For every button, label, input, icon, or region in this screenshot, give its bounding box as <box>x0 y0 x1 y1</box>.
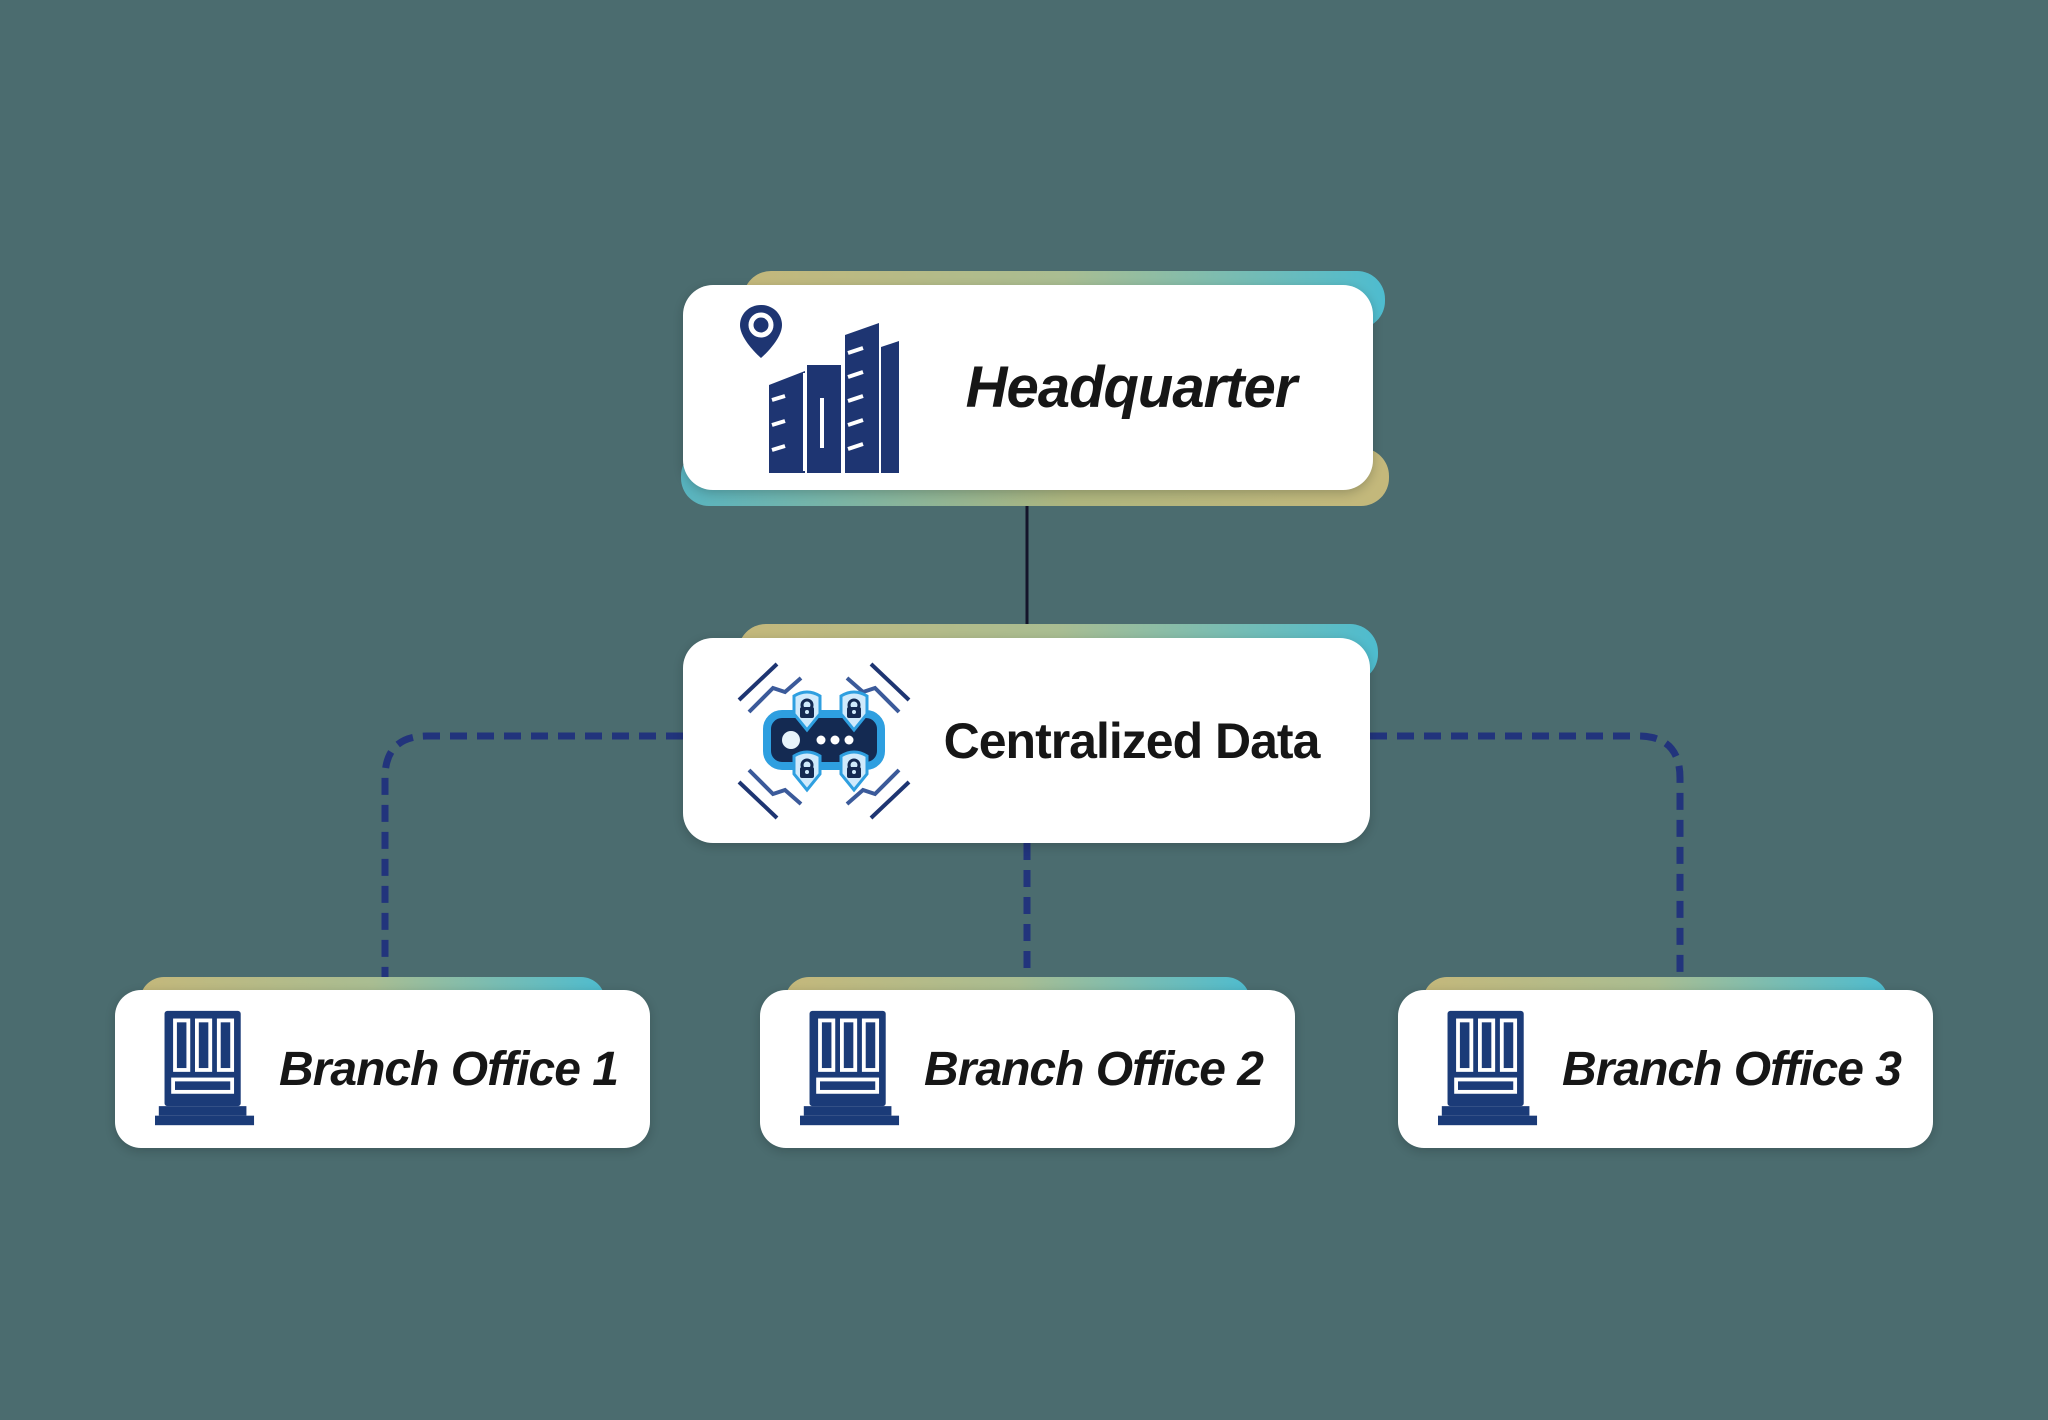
branch-office-2-card: Branch Office 2 <box>760 990 1295 1148</box>
node-headquarter: Headquarter <box>681 271 1389 506</box>
branch-office-2-label: Branch Office 2 <box>924 1042 1264 1096</box>
node-branch-office-3: Branch Office 3 <box>1398 977 1933 1148</box>
padlock-shield-icon <box>792 690 869 792</box>
centralized-data-label: Centralized Data <box>943 712 1321 769</box>
headquarter-label: Headquarter <box>965 355 1298 420</box>
branch-office-1-card: Branch Office 1 <box>115 990 650 1148</box>
bank-building-icon <box>1438 1010 1538 1126</box>
node-branch-office-2: Branch Office 2 <box>760 977 1295 1148</box>
bank-building-icon <box>155 1010 255 1126</box>
branch-office-1-label: Branch Office 1 <box>279 1042 619 1096</box>
branch-office-3-card: Branch Office 3 <box>1398 990 1933 1148</box>
connector-centralized-branch1 <box>381 732 683 994</box>
centralized-data-card: Centralized Data <box>683 638 1370 843</box>
branch-office-3-label: Branch Office 3 <box>1562 1042 1902 1096</box>
headquarter-card: Headquarter <box>683 285 1373 490</box>
secure-server-network-icon <box>737 662 911 819</box>
city-buildings-location-pin-icon <box>740 304 899 473</box>
connector-centralized-branch3 <box>1370 732 1684 994</box>
node-branch-office-1: Branch Office 1 <box>115 977 650 1148</box>
bank-building-icon <box>800 1010 900 1126</box>
node-centralized-data: Centralized Data <box>683 624 1378 843</box>
